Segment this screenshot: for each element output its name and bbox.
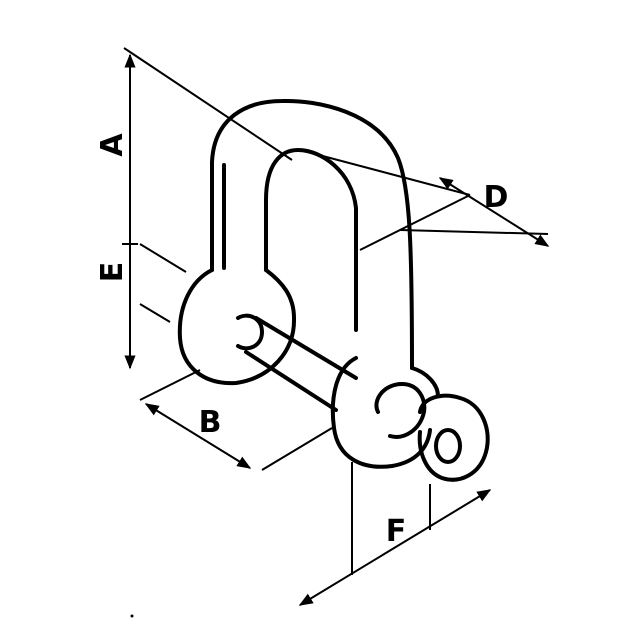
- extension-d-cross: [359, 194, 471, 251]
- pin-collar: [374, 382, 427, 439]
- extension-e-top: [139, 243, 187, 273]
- pin-head: [417, 393, 490, 482]
- dimension-line-f: [298, 489, 492, 606]
- pin-shaft-top: [254, 316, 358, 380]
- pin-shaft-bottom: [244, 350, 338, 412]
- dimension-line-d: [438, 177, 550, 247]
- right-eye-top: [410, 366, 440, 398]
- label-e: E: [95, 262, 130, 283]
- shackle-bow-outer: [210, 98, 414, 370]
- label-b: B: [199, 405, 222, 440]
- extension-top: [123, 47, 293, 161]
- left-eye-hole: [236, 313, 264, 351]
- label-a: A: [95, 133, 130, 157]
- right-eye: [330, 356, 432, 469]
- extension-d-upper: [299, 149, 471, 196]
- extension-b-right: [261, 427, 333, 471]
- shackle-bow-inner: [264, 148, 358, 332]
- stray-mark: [130, 614, 134, 618]
- left-eye: [177, 268, 297, 386]
- extension-e-bottom: [139, 303, 171, 323]
- pin-head-eye: [434, 428, 462, 464]
- label-f: F: [386, 514, 407, 549]
- label-d: D: [484, 180, 509, 215]
- extension-b-left: [139, 369, 201, 401]
- dimension-line-b: [144, 403, 252, 469]
